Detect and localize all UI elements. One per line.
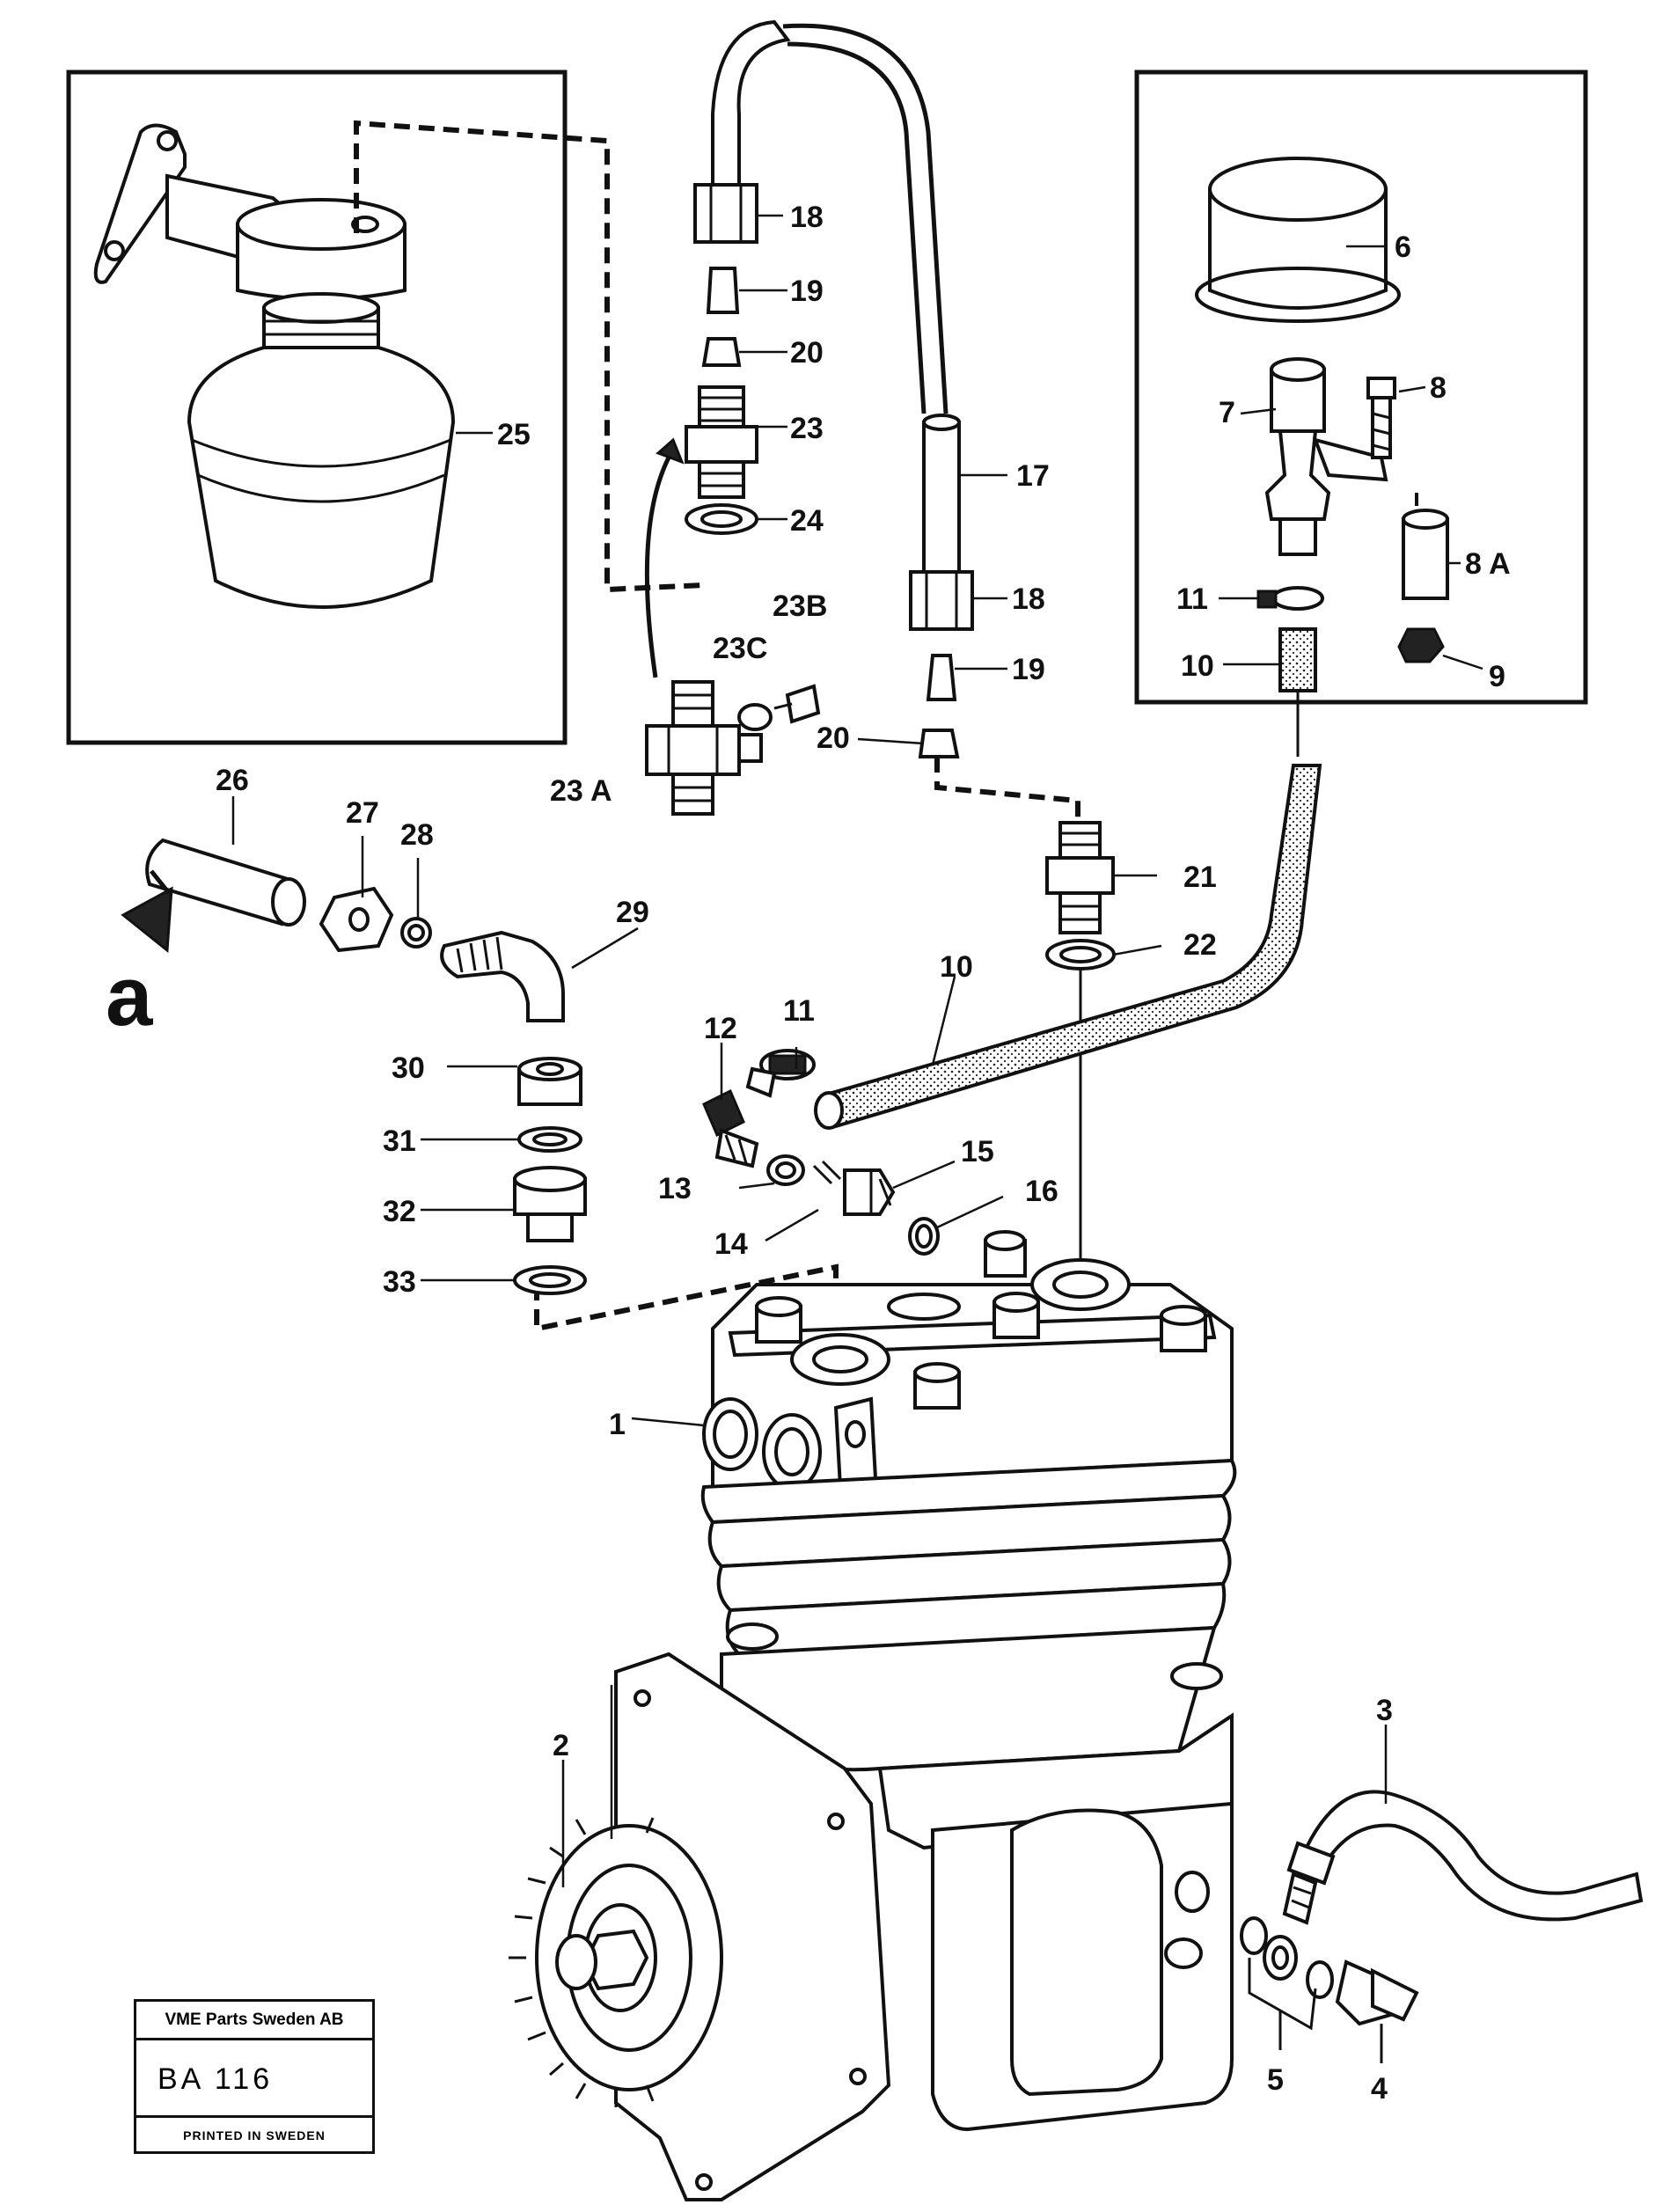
callout-29: 29 — [616, 896, 649, 929]
callout-25: 25 — [497, 418, 531, 451]
stamp-code: BA 116 — [136, 2040, 372, 2118]
callout-3: 3 — [1376, 1694, 1393, 1727]
callout-11-inset: 11 — [1176, 582, 1208, 616]
fitting-23a-group — [645, 680, 821, 816]
inset-box-right — [1134, 70, 1588, 757]
view-marker-a: a — [106, 949, 153, 1044]
callout-17: 17 — [1016, 459, 1050, 493]
callout-1: 1 — [609, 1408, 626, 1441]
callout-32: 32 — [383, 1195, 416, 1228]
callout-12: 12 — [704, 1012, 737, 1045]
callout-19-top: 19 — [790, 275, 824, 308]
callout-14: 14 — [714, 1227, 748, 1261]
inset-box-left — [66, 70, 568, 745]
callout-27: 27 — [346, 796, 379, 830]
callout-2: 2 — [553, 1729, 569, 1762]
pipe-17 — [685, 19, 974, 758]
callout-23c: 23C — [713, 632, 767, 665]
callout-22: 22 — [1183, 928, 1217, 962]
callout-21: 21 — [1183, 861, 1217, 894]
parts-3-4-5 — [1240, 1790, 1644, 2063]
callout-28: 28 — [400, 818, 434, 852]
callout-18-top: 18 — [790, 201, 824, 234]
callout-18-bottom: 18 — [1012, 582, 1045, 616]
callout-13: 13 — [658, 1172, 692, 1205]
stamp-company: VME Parts Sweden AB — [136, 2002, 372, 2040]
callout-20-bottom: 20 — [817, 721, 850, 755]
hose-10 — [814, 764, 1322, 1130]
callout-7: 7 — [1219, 396, 1235, 429]
callout-24: 24 — [790, 504, 824, 538]
callout-33: 33 — [383, 1265, 416, 1299]
compressor-body — [509, 1230, 1237, 2201]
callout-9: 9 — [1489, 660, 1505, 693]
parts-26-33 — [121, 838, 587, 1295]
callout-5: 5 — [1267, 2063, 1284, 2097]
callout-10-hose: 10 — [940, 950, 973, 984]
stamp-printed: PRINTED IN SWEDEN — [183, 2128, 326, 2142]
leader-lines — [231, 214, 1483, 1887]
callout-31: 31 — [383, 1124, 416, 1158]
callout-16: 16 — [1025, 1175, 1058, 1208]
callout-6: 6 — [1395, 231, 1411, 264]
callout-30: 30 — [392, 1051, 425, 1085]
parts-12-16 — [702, 1049, 940, 1256]
callout-labels: 1 2 3 4 5 6 7 8 8 A 9 10 10 11 11 12 13 … — [106, 201, 1511, 2106]
callout-19-bottom: 19 — [1012, 653, 1045, 686]
callout-4: 4 — [1371, 2072, 1388, 2106]
callout-8: 8 — [1430, 371, 1447, 405]
callout-26: 26 — [216, 764, 249, 797]
callout-23a: 23 A — [550, 774, 612, 808]
callout-20-top: 20 — [790, 336, 824, 370]
title-stamp: VME Parts Sweden AB BA 116 PRINTED IN SW… — [134, 1999, 375, 2154]
callout-11: 11 — [783, 994, 815, 1028]
callout-8a: 8 A — [1465, 547, 1511, 581]
callout-15: 15 — [961, 1135, 994, 1168]
callout-10-inset: 10 — [1181, 649, 1214, 683]
callout-23: 23 — [790, 412, 824, 445]
fitting-21 — [1045, 821, 1116, 1258]
callout-23b: 23B — [773, 590, 827, 623]
